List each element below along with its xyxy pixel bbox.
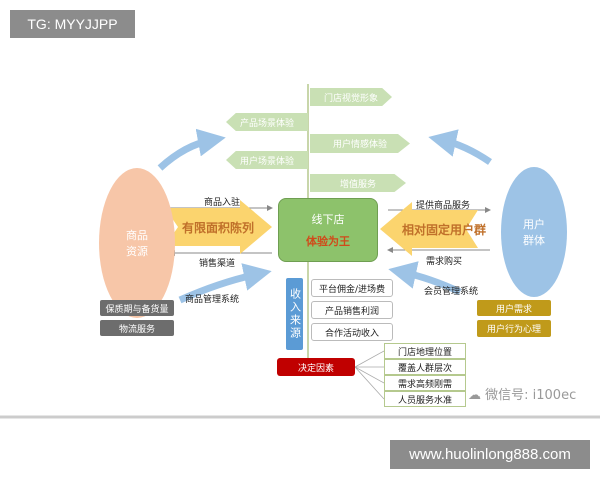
watermark-top: TG: MYYJJPP [10, 10, 135, 38]
goods-resource-oval: 商品 资源 [99, 168, 175, 318]
blue-arrow [157, 128, 226, 171]
income-item: 平台佣金/进场费 [311, 279, 393, 297]
left-box: 物流服务 [100, 320, 174, 336]
blue-arrow [388, 261, 462, 296]
factors-title: 决定因素 [277, 358, 355, 376]
store-subtitle: 体验为王 [306, 235, 350, 248]
factor-item: 需求高频刚需 [384, 375, 466, 391]
label-goods-system: 商品管理系统 [185, 295, 240, 305]
banner: 门店视觉形象 [310, 88, 392, 106]
left-box: 保质期与备货量 [100, 300, 174, 316]
wechat-icon: ☁ [468, 388, 486, 403]
banner: 产品场景体验 [226, 113, 308, 131]
wechat-watermark: ☁ 微信号: i100ec [468, 384, 576, 403]
blue-arrow [178, 263, 272, 304]
banner: 用户情感体验 [310, 134, 410, 153]
factor-item: 门店地理位置 [384, 343, 466, 359]
offline-store-box: 线下店 体验为王 [278, 198, 378, 262]
banner: 增值服务 [310, 174, 406, 192]
label-provide-service: 提供商品服务 [416, 201, 471, 211]
factor-item: 人员服务水准 [384, 391, 466, 407]
right-arrow-label: 相对固定用户群 [402, 223, 487, 237]
banner: 用户场景体验 [226, 151, 308, 169]
user-group-oval: 用户 群体 [501, 167, 567, 297]
right-box: 用户行为心理 [477, 320, 551, 337]
income-title: 收入来源 [286, 278, 303, 350]
income-item: 合作活动收入 [311, 323, 393, 341]
right-box: 用户需求 [477, 300, 551, 316]
watermark-bottom: www.huolinlong888.com [390, 440, 590, 469]
label-goods-in: 商品入驻 [204, 198, 241, 208]
blue-arrow [428, 129, 492, 165]
label-demand-purchase: 需求购买 [426, 257, 463, 267]
income-item: 产品销售利润 [311, 301, 393, 319]
label-member-system: 会员管理系统 [424, 287, 479, 297]
factor-item: 覆盖人群层次 [384, 359, 466, 375]
wechat-text: 微信号: i100ec [485, 388, 577, 403]
store-title: 线下店 [311, 213, 345, 226]
yellow-arrow-right [165, 200, 272, 254]
yellow-arrow-left [380, 202, 478, 256]
left-arrow-label: 有限面积陈列 [182, 221, 255, 235]
label-sales-channel: 销售渠道 [199, 259, 236, 269]
